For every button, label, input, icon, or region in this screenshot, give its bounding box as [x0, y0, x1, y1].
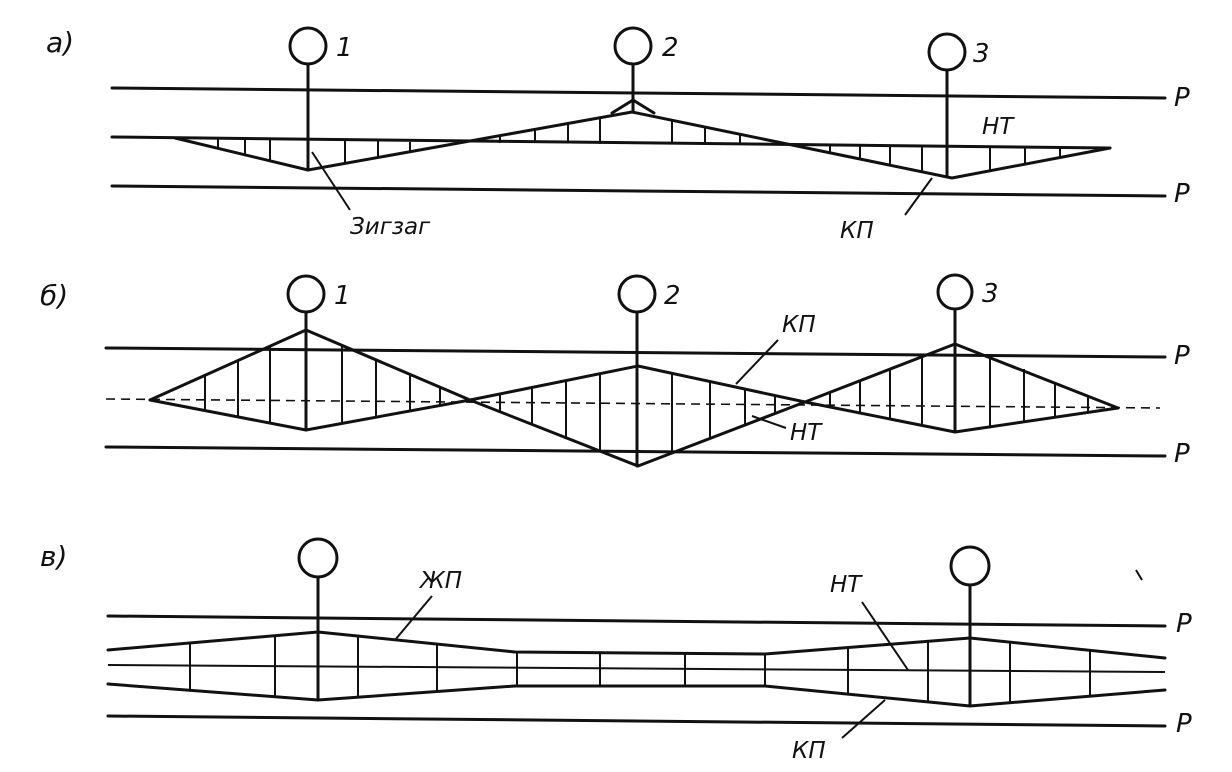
- support-a-2: 2: [610, 26, 679, 115]
- hatching-b: [204, 345, 1089, 452]
- contact-wire-leader-a: [904, 177, 933, 216]
- support-v-2: [949, 545, 991, 708]
- support-a-3: 3: [927, 32, 990, 178]
- rigid-wire-label: ЖП: [418, 568, 462, 594]
- carrier-label-a: НТ: [982, 114, 1015, 140]
- contact-wire-v: [106, 682, 1167, 708]
- track-axis-v: [107, 664, 1166, 673]
- support-a-1: 1: [288, 26, 353, 172]
- carrier-wire-a: [110, 135, 1112, 150]
- support-mast-icon: [936, 273, 974, 311]
- rail-label-bottom-b: Р: [1174, 439, 1190, 469]
- zigzag-label: Зигзаг: [350, 214, 431, 240]
- panel-b-letter: б): [40, 279, 68, 312]
- rigid-wire-leader: [394, 595, 433, 641]
- support-b-3: 3: [936, 273, 999, 434]
- support-b-2: 2: [617, 274, 681, 468]
- carrier-wire-b: [148, 328, 1120, 410]
- carrier-leader-v: [861, 601, 909, 671]
- track-axis-b: [105, 398, 1161, 409]
- contact-wire-b: [148, 398, 1120, 468]
- rail-label-top-a: Р: [1174, 83, 1190, 113]
- support-mast-icon: [949, 545, 991, 587]
- stray-mark: [1135, 569, 1143, 581]
- support-b-1: 1: [286, 274, 351, 432]
- panel-b: б) Р Р: [40, 273, 1190, 469]
- rail-top-v: [106, 614, 1167, 628]
- panel-v-letter: в): [40, 540, 67, 573]
- panel-v: в) Р Р: [40, 537, 1192, 764]
- support-number: 3: [982, 279, 999, 309]
- support-number: 1: [336, 33, 353, 63]
- contact-wire-label-b: КП: [782, 312, 816, 338]
- zigzag-leader: [311, 151, 351, 211]
- rigid-wire-v: [106, 630, 1167, 660]
- rail-label-bottom-v: Р: [1176, 709, 1192, 739]
- hatching-v: [189, 636, 1091, 702]
- hatching-a: [217, 118, 1061, 172]
- panel-a: а) Р Р: [46, 26, 1190, 244]
- support-mast-icon: [288, 26, 328, 66]
- contact-wire-leader-b: [735, 339, 779, 385]
- carrier-leader-b: [751, 415, 787, 429]
- contact-wire-label-a: КП: [840, 218, 874, 244]
- support-mast-icon: [286, 274, 326, 314]
- rail-label-bottom-a: Р: [1174, 179, 1190, 209]
- rail-label-top-b: Р: [1174, 341, 1190, 371]
- rail-bottom-a: [110, 184, 1167, 198]
- support-number: 3: [973, 39, 990, 69]
- rail-label-top-v: Р: [1176, 609, 1192, 639]
- support-mast-icon: [927, 32, 967, 72]
- support-number: 1: [334, 281, 351, 311]
- panel-a-letter: а): [46, 26, 74, 59]
- support-mast-icon: [297, 537, 339, 579]
- carrier-label-v: НТ: [830, 572, 863, 598]
- support-mast-icon: [617, 274, 657, 314]
- carrier-label-b: НТ: [790, 420, 823, 446]
- rail-top-a: [110, 86, 1167, 100]
- support-number: 2: [664, 281, 681, 311]
- support-number: 2: [662, 33, 679, 63]
- rail-bottom-v: [106, 714, 1167, 728]
- contact-wire-label-v: КП: [792, 738, 826, 764]
- contact-wire-leader-v: [841, 699, 886, 739]
- support-v-1: [297, 537, 339, 702]
- support-mast-icon: [613, 26, 653, 66]
